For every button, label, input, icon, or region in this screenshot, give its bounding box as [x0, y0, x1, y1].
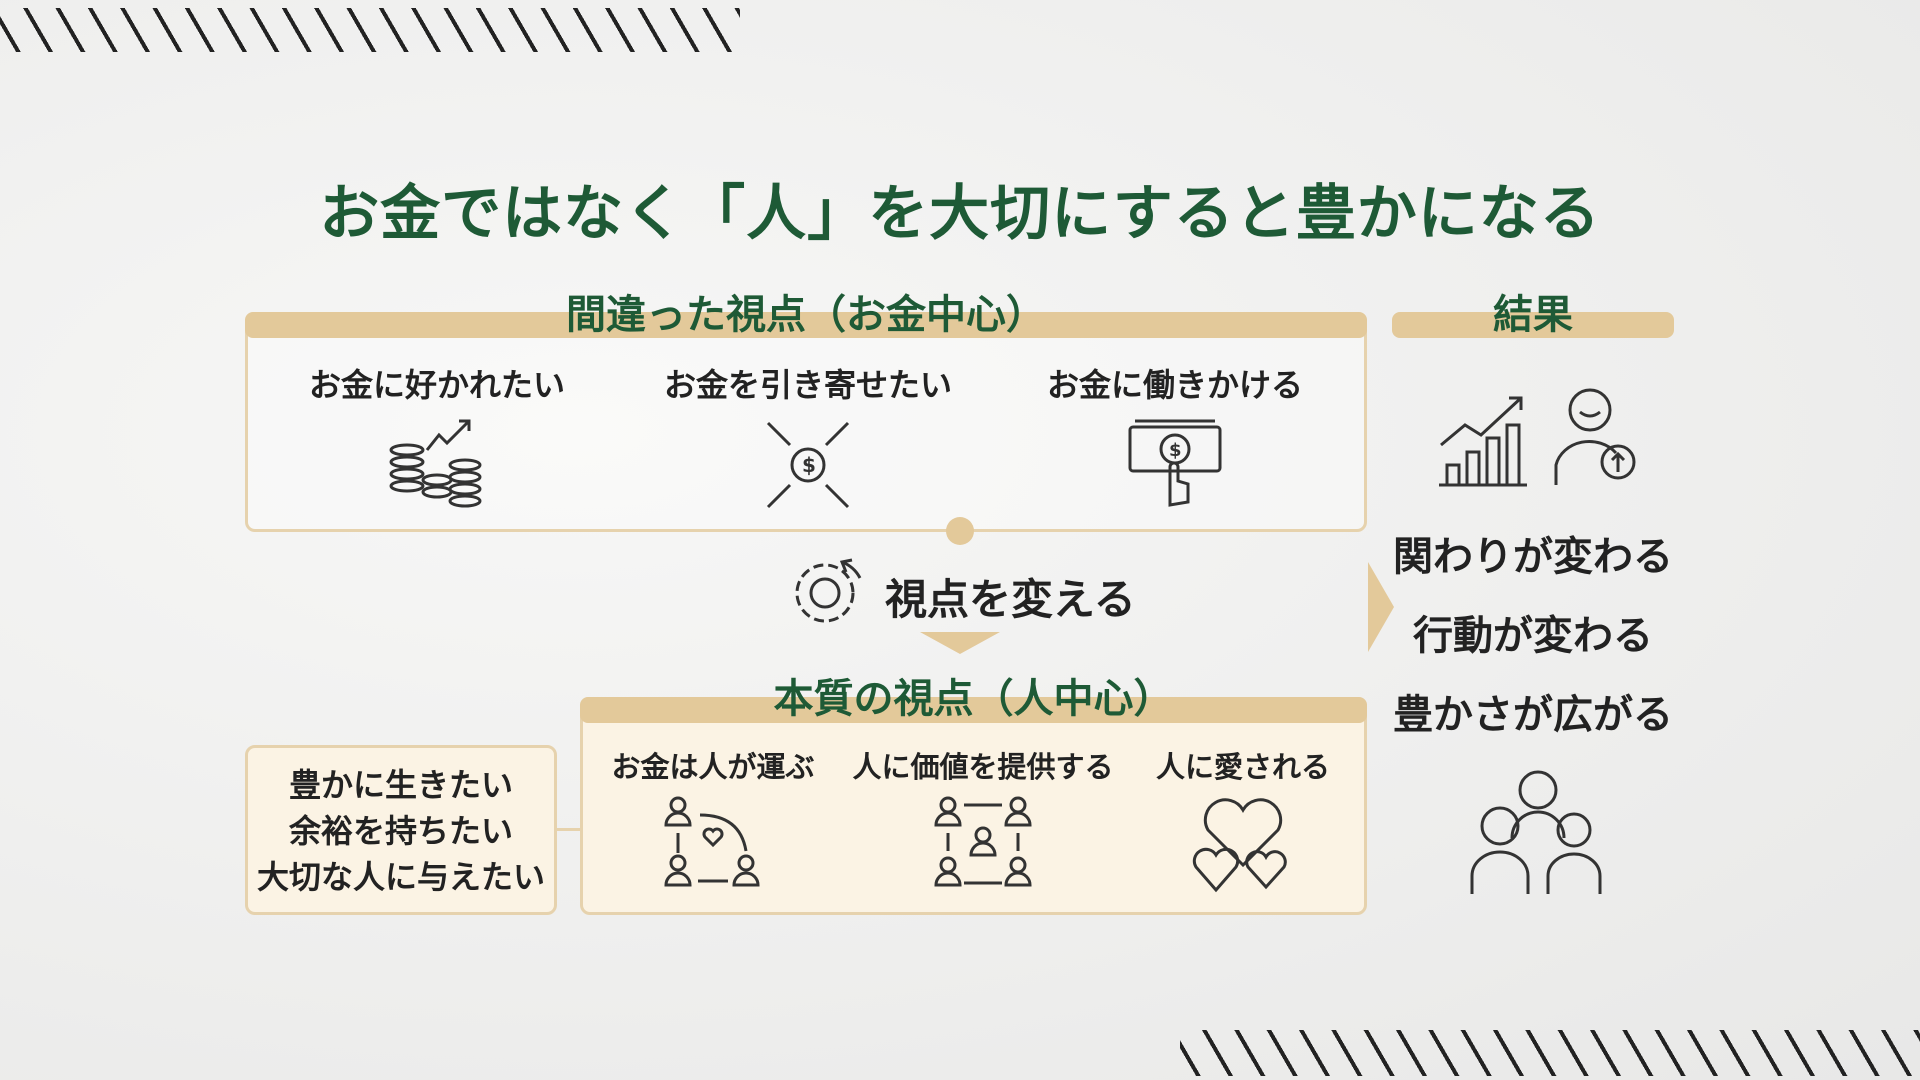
gear-refresh-icon: [782, 550, 868, 640]
family-icon: [1468, 768, 1608, 900]
desires-panel: 豊かに生きたい 余裕を持ちたい 大切な人に与えたい: [245, 745, 557, 915]
connector-dot: [946, 517, 974, 545]
result-arrow: [1368, 562, 1394, 652]
result-header-bar: [1392, 312, 1674, 338]
desire-line: 豊かに生きたい: [288, 766, 513, 804]
desire-line: 大切な人に与えたい: [256, 858, 545, 896]
person-up-icon: [1550, 380, 1640, 494]
page-title: お金ではなく「人」を大切にすると豊かになる: [319, 179, 1601, 249]
wrong-view-header-bar: [245, 312, 1367, 338]
hand-on-banknote-icon: $: [1125, 415, 1225, 514]
wrong-item-label: お金を引き寄せたい: [663, 366, 953, 404]
change-perspective-label: 視点を変える: [885, 575, 1136, 624]
people-exchange-icon: [658, 795, 768, 899]
people-network-icon: [928, 795, 1038, 899]
down-arrow: [920, 632, 1000, 654]
growth-chart-icon: [1435, 390, 1531, 494]
true-item-label: 人に愛される: [1155, 750, 1331, 784]
wrong-item-label: お金に働きかける: [1046, 366, 1304, 404]
decorative-hatch-top: [0, 8, 740, 52]
desire-line: 余裕を持ちたい: [288, 812, 513, 850]
true-item-label: 人に価値を提供する: [852, 750, 1114, 784]
wrong-view-heading: 間違った視点（お金中心）: [566, 292, 1046, 338]
wrong-item-label: お金に好かれたい: [308, 366, 566, 404]
coins-growth-icon: [387, 415, 487, 514]
svg-text:$: $: [802, 453, 816, 477]
result-line: 関わりが変わる: [1393, 534, 1673, 580]
true-view-heading: 本質の視点（人中心）: [773, 676, 1174, 722]
svg-text:$: $: [1169, 440, 1182, 461]
attract-money-icon: $: [758, 415, 858, 519]
result-line: 行動が変わる: [1413, 613, 1653, 659]
true-item-label: お金は人が運ぶ: [611, 750, 815, 784]
decorative-hatch-bottom: [1180, 1030, 1920, 1076]
result-heading: 結果: [1493, 292, 1573, 338]
hearts-icon: [1188, 795, 1298, 899]
true-view-header-bar: [580, 697, 1367, 723]
result-line: 豊かさが広がる: [1393, 692, 1673, 738]
connector-line: [557, 828, 582, 831]
